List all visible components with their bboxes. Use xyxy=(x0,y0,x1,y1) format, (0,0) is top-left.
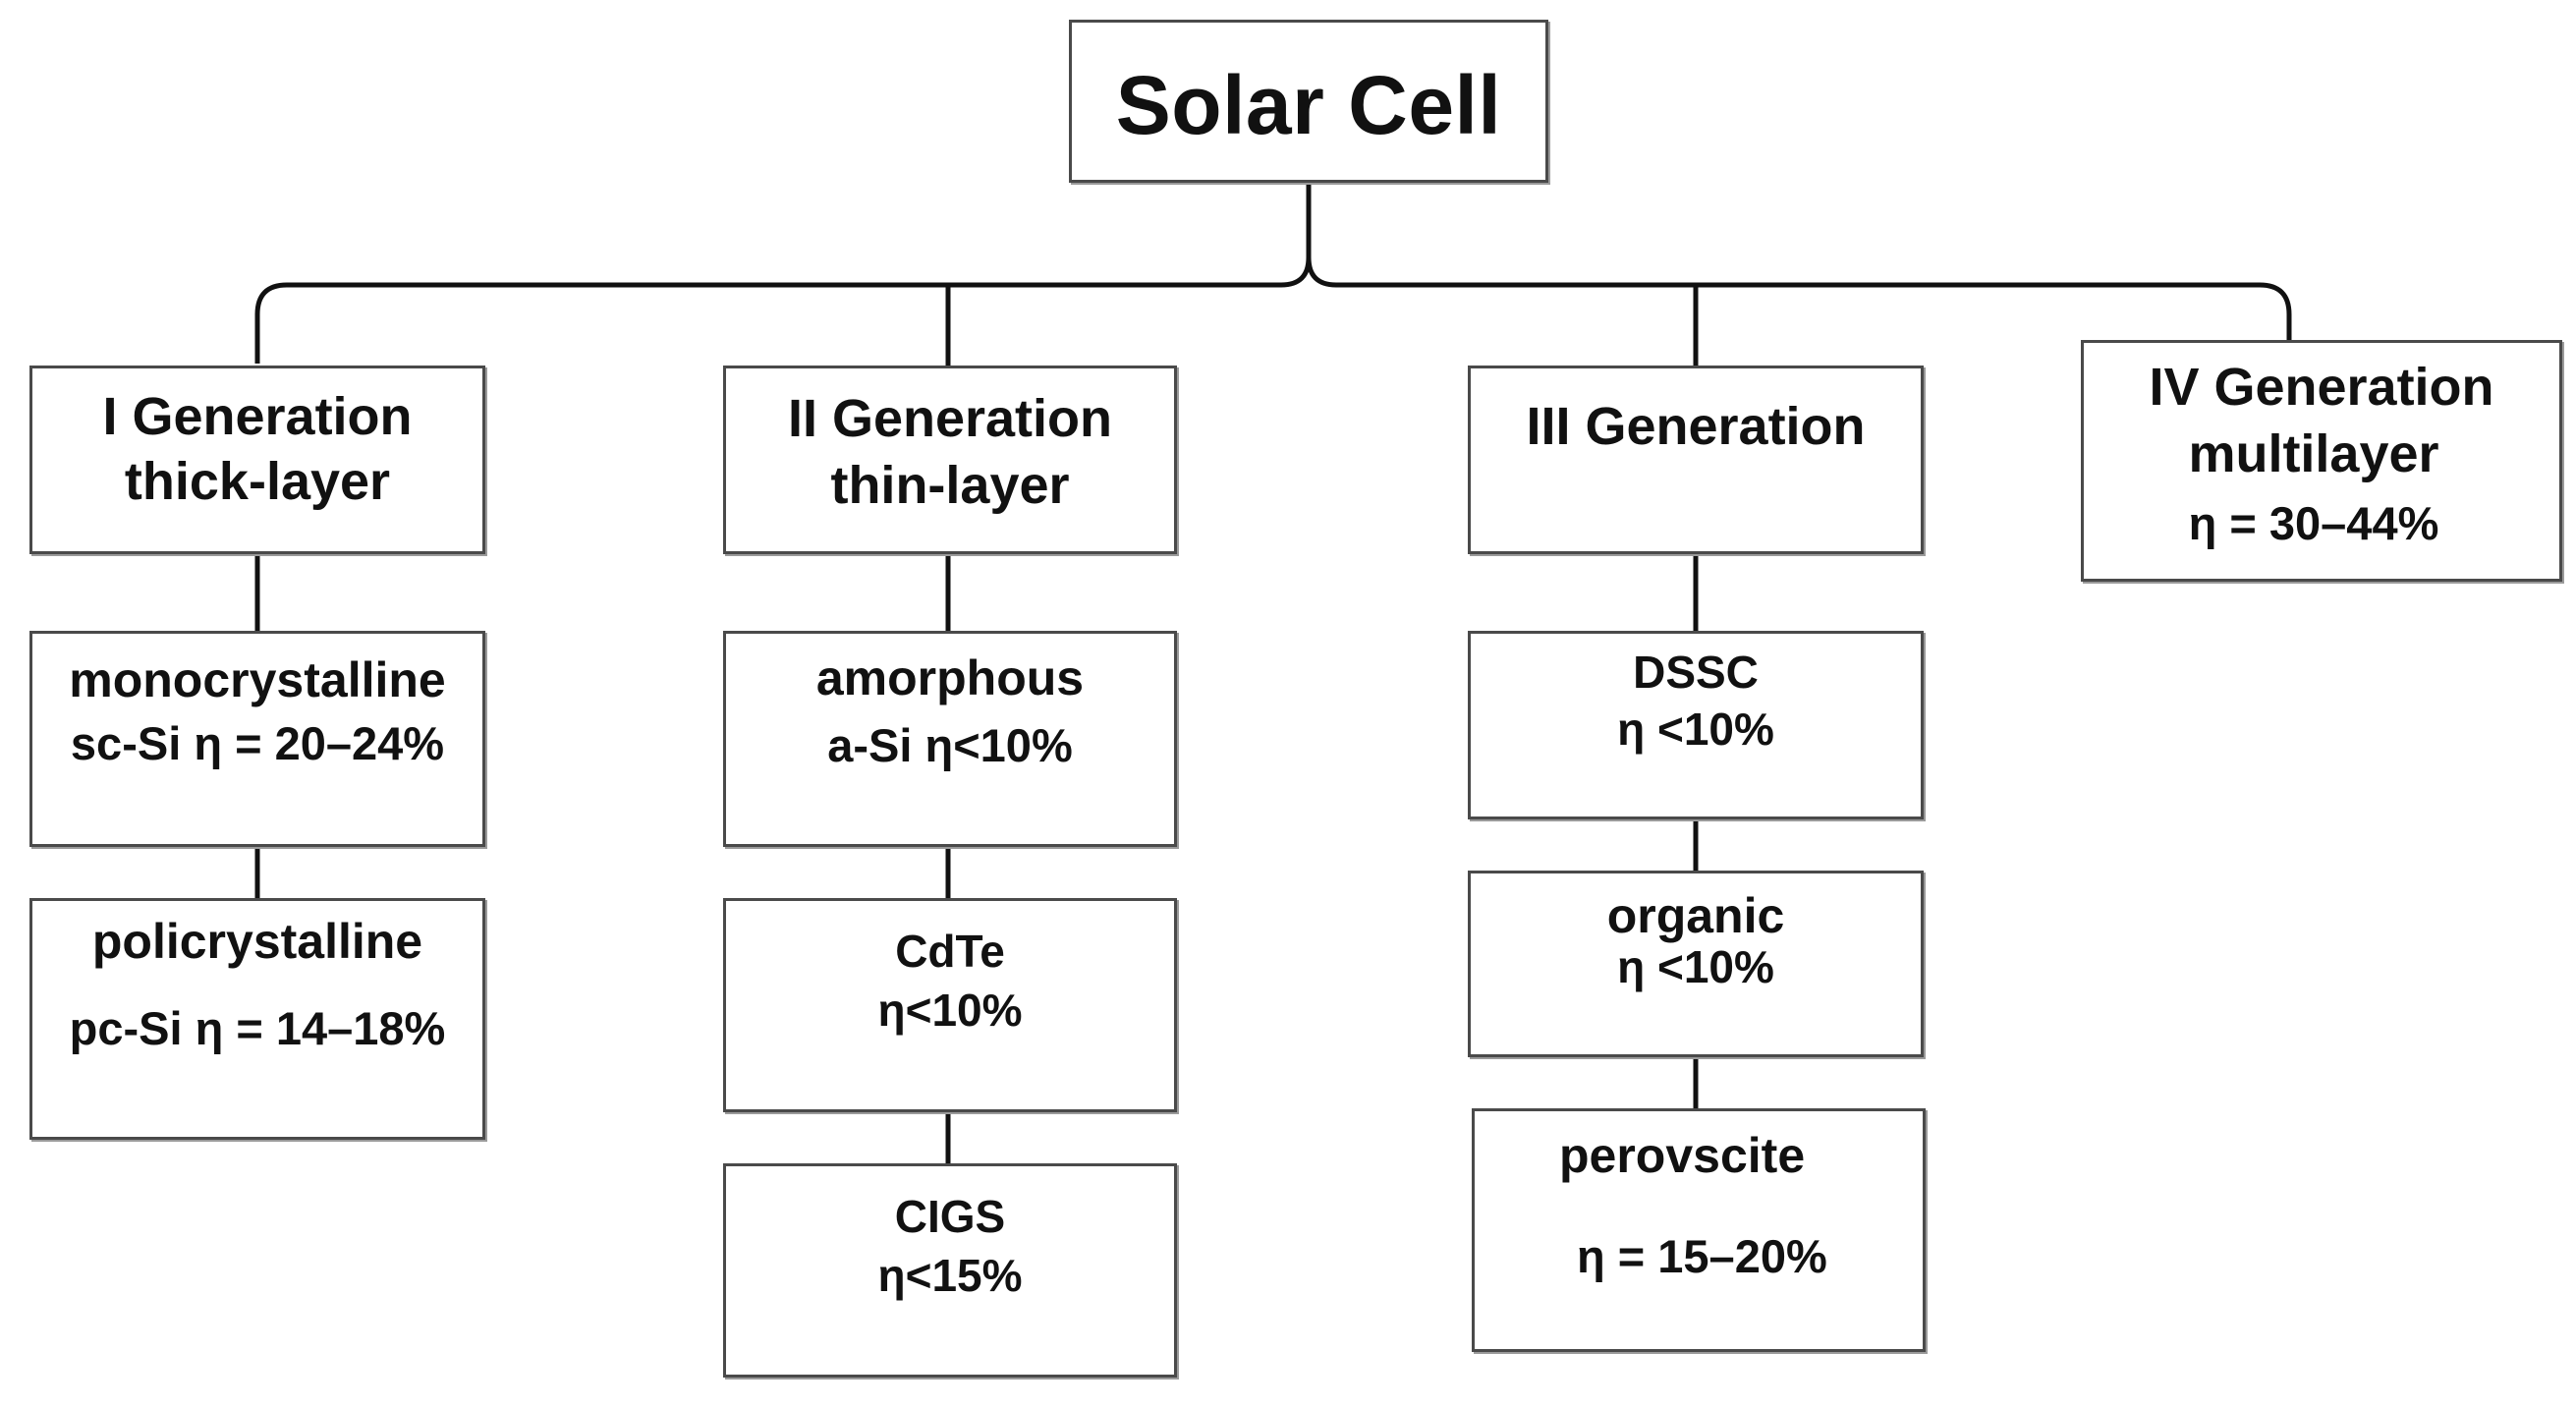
gen1-type-poly-name: policrystalline xyxy=(91,914,423,969)
gen4-efficiency: η = 30–44% xyxy=(2188,497,2439,549)
gen2-type-cdte-eff: η<10% xyxy=(877,985,1023,1036)
gen2-type-cigs: CIGS η<15% xyxy=(723,1163,1177,1378)
gen1-node: I Generation thick-layer xyxy=(29,366,485,554)
gen3-title: III Generation xyxy=(1526,397,1866,456)
gen2-type-cigs-name: CIGS xyxy=(894,1191,1006,1242)
gen3-type-dssc: DSSC η <10% xyxy=(1468,631,1924,819)
gen1-type-mono-eff: sc-Si η = 20–24% xyxy=(70,717,445,769)
gen2-type-cdte: CdTe η<10% xyxy=(723,898,1177,1112)
gen2-type-amorphous-eff: a-Si η<10% xyxy=(827,719,1073,771)
root-node: Solar Cell xyxy=(1069,20,1548,183)
gen2-title: II Generation xyxy=(787,389,1113,448)
gen1-type-poly-eff: pc-Si η = 14–18% xyxy=(69,1002,446,1054)
gen3-type-dssc-eff: η <10% xyxy=(1617,704,1774,755)
gen1-type-mono: monocrystalline sc-Si η = 20–24% xyxy=(29,631,485,847)
gen3-type-perovscite-name: perovscite xyxy=(1559,1128,1806,1183)
gen4-title: IV Generation xyxy=(2149,358,2494,417)
gen2-type-amorphous-name: amorphous xyxy=(815,650,1085,705)
gen3-node: III Generation xyxy=(1468,366,1924,554)
root-connector-right xyxy=(1306,256,2292,340)
gen4-node: IV Generation multilayer η = 30–44% xyxy=(2081,340,2562,582)
gen3-type-organic: organic η <10% xyxy=(1468,871,1924,1057)
root-connector xyxy=(254,183,1312,364)
gen2-type-cdte-name: CdTe xyxy=(895,926,1005,977)
gen1-type-poly: policrystalline pc-Si η = 14–18% xyxy=(29,898,485,1140)
gen3-type-perovscite-eff: η = 15–20% xyxy=(1577,1230,1827,1282)
gen3-type-organic-name: organic xyxy=(1606,888,1785,943)
gen3-type-dssc-name: DSSC xyxy=(1633,647,1759,698)
gen2-node: II Generation thin-layer xyxy=(723,366,1177,554)
gen2-type-cigs-eff: η<15% xyxy=(877,1250,1023,1301)
gen1-subtitle: thick-layer xyxy=(124,452,391,511)
root-title: Solar Cell xyxy=(1115,59,1502,151)
gen1-title: I Generation xyxy=(102,387,413,446)
gen4-subtitle: multilayer xyxy=(2188,424,2439,483)
gen1-type-mono-name: monocrystalline xyxy=(69,652,446,707)
gen3-type-organic-eff: η <10% xyxy=(1617,941,1774,992)
gen2-subtitle: thin-layer xyxy=(830,456,1070,515)
gen3-type-perovscite: perovscite η = 15–20% xyxy=(1472,1108,1926,1352)
gen2-type-amorphous: amorphous a-Si η<10% xyxy=(723,631,1177,847)
